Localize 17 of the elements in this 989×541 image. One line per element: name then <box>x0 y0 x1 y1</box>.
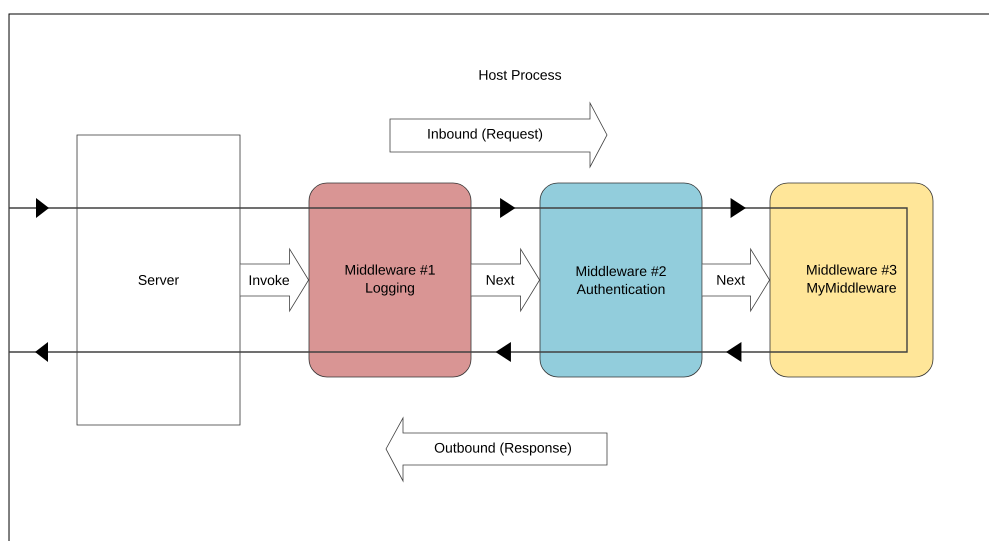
flow-arrow <box>471 342 540 362</box>
title: Host Process <box>480 70 562 80</box>
edge-label: Next <box>486 275 514 285</box>
block-arrow <box>471 248 540 312</box>
direction-label: Outbound (Response) <box>434 442 571 456</box>
block-arrow <box>240 248 310 312</box>
flow-arrow <box>702 198 770 218</box>
edge-label: Invoke <box>250 274 290 286</box>
middleware-box: Middleware #3 MyMiddleware <box>770 182 934 378</box>
flow-arrow <box>702 342 770 362</box>
middleware-box: Middleware #1 Logging <box>308 182 472 378</box>
flow-arrow <box>471 198 540 218</box>
edge-label: Next <box>717 275 745 285</box>
middleware-box: Middleware #2 Authentication <box>540 182 702 378</box>
server-box: Server <box>76 134 240 426</box>
direction-label: Inbound (Request) <box>428 128 542 142</box>
block-arrow <box>702 248 770 312</box>
